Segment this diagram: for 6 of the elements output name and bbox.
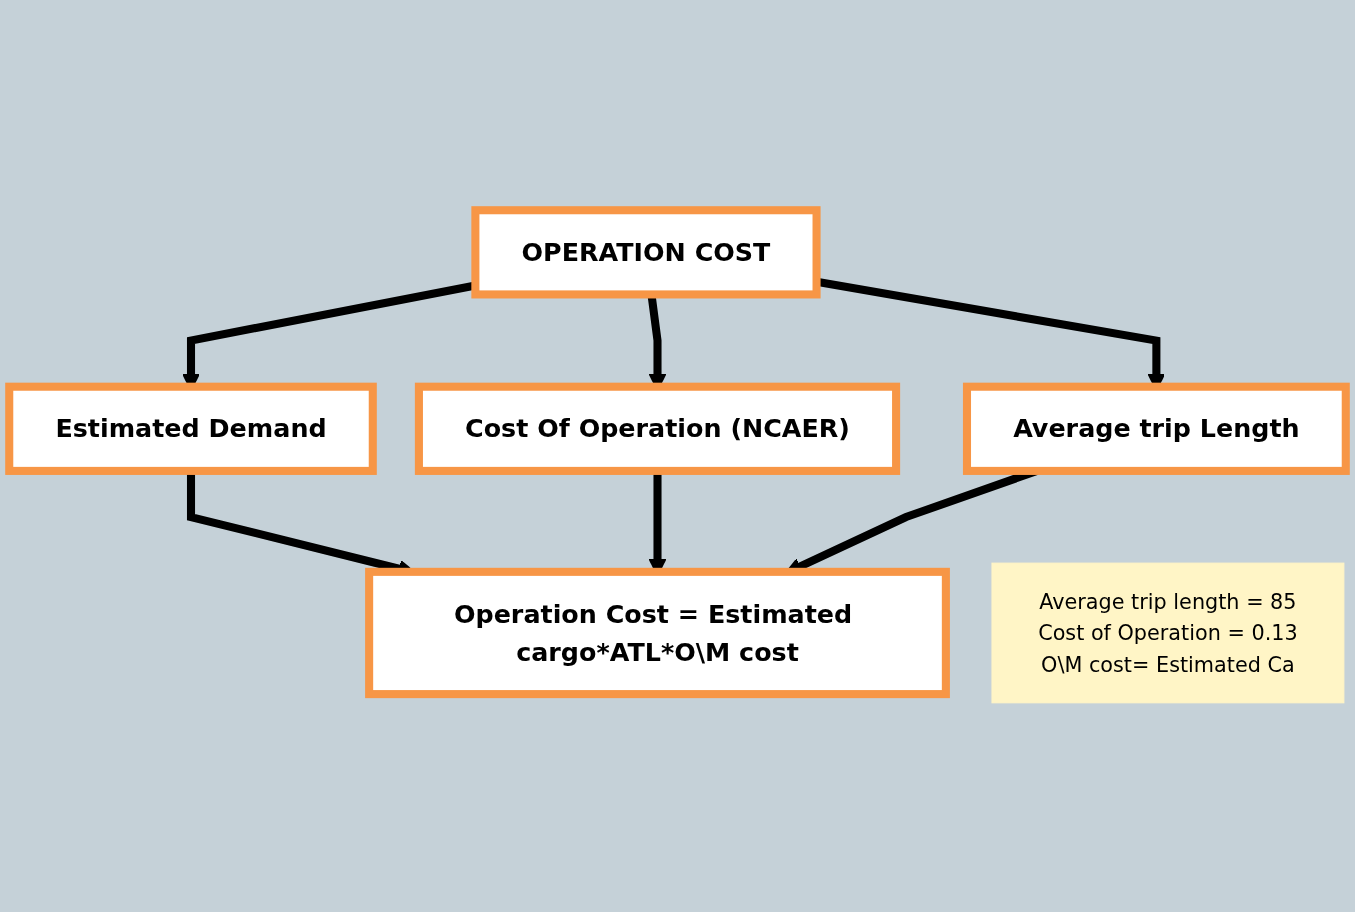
node-box: OPERATION COST xyxy=(471,205,821,298)
node-box: Operation Cost = Estimated cargo*ATL*O\M cost xyxy=(365,567,950,698)
node-box: Average trip Length xyxy=(962,382,1350,475)
node-box: Average trip length = 85 Cost of Operation = 0.13 O\M cost= Estimated Ca xyxy=(991,562,1345,703)
node-box: Cost Of Operation (NCAER) xyxy=(414,382,901,475)
node-box: Estimated Demand xyxy=(5,382,377,475)
